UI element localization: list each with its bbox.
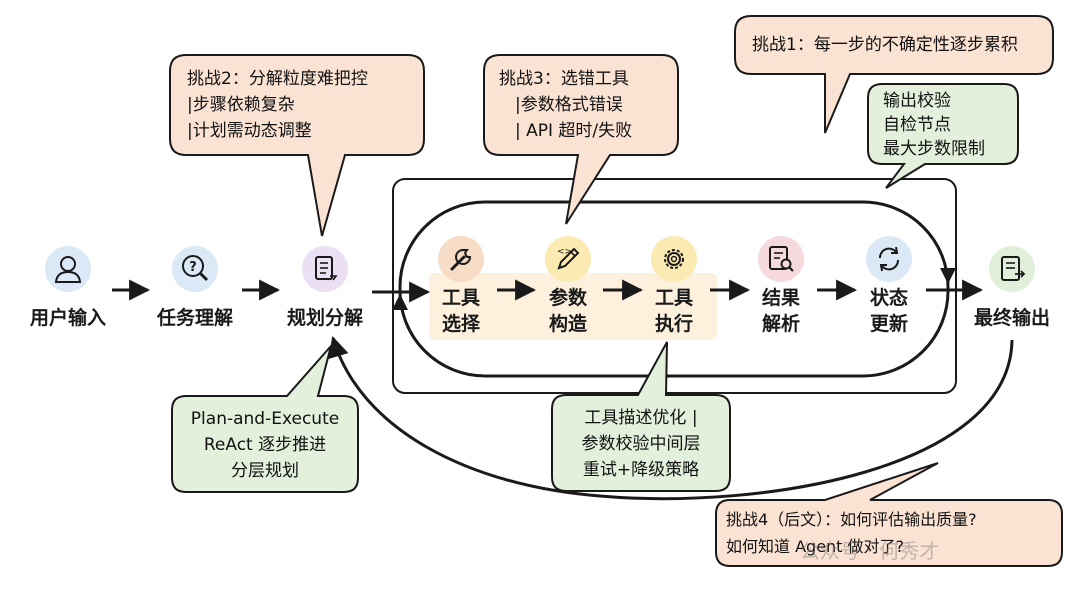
- bubble-challenge3-shape: [483, 54, 679, 225]
- loop-arrowhead-left: [392, 294, 408, 310]
- solution-tool-text: 工具描述优化 | 参数校验中间层 重试+降级策略: [552, 405, 730, 483]
- solution-loop-line2: 自检节点: [883, 115, 951, 135]
- document-output-icon: [1001, 256, 1026, 281]
- node-label-user-input: 用户输入: [29, 307, 106, 329]
- solution-plan-line3: 分层规划: [231, 461, 299, 481]
- step-tool-exec-icon-circle: [651, 236, 697, 282]
- challenge1-line: 挑战1：每一步的不确定性逐步累积: [752, 35, 1018, 55]
- step-result-line1: 结果: [761, 287, 800, 309]
- bubble-challenge1-shape: [734, 15, 1054, 134]
- challenge2-line1: 挑战2：分解粒度难把控: [187, 69, 368, 89]
- solution-plan-line1: Plan-and-Execute: [190, 409, 340, 429]
- solution-plan-line2: ReAct 逐步推进: [203, 435, 327, 455]
- challenge3-line1: 挑战3：选错工具: [499, 69, 629, 89]
- step-label-result: 结果 解析: [749, 285, 813, 337]
- step-result-line2: 解析: [761, 313, 800, 335]
- challenge3-line3: | API 超时/失败: [515, 121, 633, 141]
- challenge4-text: 挑战4（后文）：如何评估输出质量? 如何知道 Agent 做对了?: [726, 506, 977, 560]
- node-label-task-understand: 任务理解: [156, 307, 233, 329]
- task-understand-icon-circle: ?: [172, 246, 218, 292]
- challenge4-line1: 挑战4（后文）：如何评估输出质量?: [726, 510, 977, 529]
- step-tool-select-icon-circle: [438, 236, 484, 282]
- step-param-line2: 构造: [548, 313, 587, 335]
- step-param-line1: 参数: [548, 287, 587, 309]
- step-tool-exec-line2: 执行: [654, 313, 693, 335]
- step-label-state: 状态 更新: [857, 285, 921, 337]
- refresh-icon: [878, 246, 900, 272]
- step-state-icon-circle: [866, 236, 912, 282]
- bubble-challenge4-shape: [715, 462, 1063, 567]
- loop-outer-frame: [392, 178, 957, 394]
- challenge1-text: 挑战1：每一步的不确定性逐步累积: [752, 33, 1018, 58]
- node-label-final-output: 最终输出: [973, 307, 1050, 329]
- challenge2-line3: |计划需动态调整: [187, 121, 312, 141]
- document-search-icon: [769, 246, 794, 272]
- checklist-document-icon: [315, 256, 338, 281]
- svg-text:<>: <>: [557, 247, 572, 257]
- solution-plan-text: Plan-and-Execute ReAct 逐步推进 分层规划: [172, 406, 358, 484]
- step-tool-select-line1: 工具: [441, 287, 480, 309]
- output-icon-circle: [989, 246, 1035, 292]
- challenge3-text: 挑战3：选错工具 |参数格式错误 | API 超时/失败: [499, 66, 632, 144]
- wrench-icon: [450, 249, 472, 271]
- user-input-icon-circle: [45, 246, 91, 292]
- challenge3-line2: |参数格式错误: [515, 95, 623, 115]
- loop-arrowhead-right: [940, 268, 956, 284]
- step-tool-exec-line1: 工具: [654, 287, 693, 309]
- solution-tool-line2: 参数校验中间层: [581, 434, 701, 454]
- magnifier-question-icon: ?: [182, 255, 209, 282]
- solution-tool-line1: 工具描述优化 |: [584, 408, 698, 428]
- bubble-solution-plan-shape: [171, 345, 359, 493]
- step-tool-select-line2: 选择: [441, 313, 480, 335]
- feedback-arc: [328, 335, 1014, 501]
- svg-text:?: ?: [189, 260, 197, 275]
- bubble-solution-tool-shape: [551, 341, 731, 492]
- bubble-solution-loop-shape: [867, 83, 1019, 189]
- pencil-icon: <>: [557, 247, 580, 270]
- gear-icon: [664, 249, 684, 269]
- step-state-line2: 更新: [869, 313, 908, 335]
- step-label-tool-exec: 工具 执行: [642, 285, 706, 337]
- watermark: 公众号 · 何秀才: [800, 539, 940, 563]
- step-label-tool-select: 工具 选择: [429, 285, 493, 337]
- bubble-challenge2-shape: [169, 54, 425, 237]
- solution-loop-line1: 输出校验: [883, 91, 951, 111]
- step-param-icon-circle: <>: [545, 236, 591, 282]
- step-label-param: 参数 构造: [536, 285, 600, 337]
- solution-loop-text: 输出校验 自检节点 最大步数限制: [883, 89, 985, 161]
- user-icon: [54, 256, 82, 283]
- solution-tool-line3: 重试+降级策略: [582, 460, 700, 480]
- challenge2-line2: |步骤依赖复杂: [187, 95, 295, 115]
- challenge4-line2: 如何知道 Agent 做对了?: [726, 537, 905, 556]
- solution-loop-line3: 最大步数限制: [883, 139, 985, 159]
- step-state-line1: 状态: [869, 287, 908, 309]
- step-result-icon-circle: [758, 236, 804, 282]
- plan-icon-circle: [302, 246, 348, 292]
- challenge2-text: 挑战2：分解粒度难把控 |步骤依赖复杂 |计划需动态调整: [187, 66, 368, 144]
- node-label-plan: 规划分解: [286, 307, 363, 329]
